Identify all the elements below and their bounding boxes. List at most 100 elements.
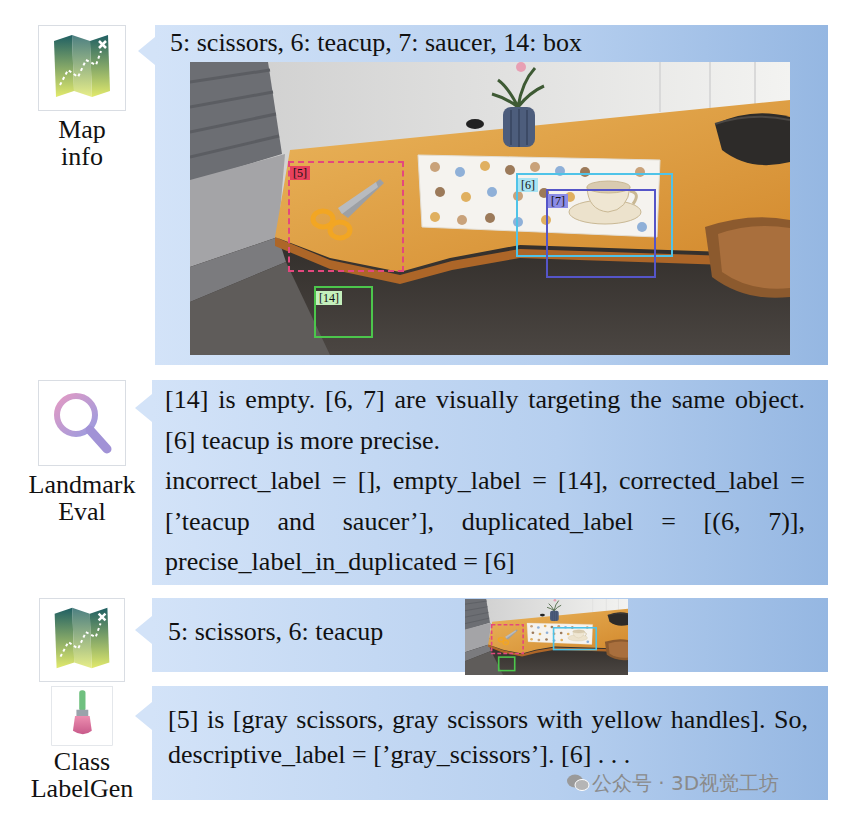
- desk-photo-part-part-part: [487, 187, 497, 197]
- callout-number: [14]: [316, 291, 342, 305]
- desk-photo-part-part: [418, 155, 660, 237]
- desk-photo-part-part: [754, 62, 756, 104]
- wechat-icon: [566, 773, 590, 793]
- callout-number: [5]: [290, 166, 310, 180]
- brush-icon-part: [79, 690, 85, 711]
- desk-photo-part-part: [718, 226, 790, 289]
- magnifier-icon-part: [90, 430, 107, 449]
- desk-thumbnail: [465, 599, 628, 675]
- desk-photo-part-part: [190, 262, 330, 355]
- callout-number: [7]: [548, 194, 568, 208]
- desk-photo-part-part: [709, 62, 711, 108]
- panel-text: 5: scissors, 6: teacup, 7: saucer, 14: b…: [170, 28, 810, 58]
- desk-photo-part-part-part: [457, 215, 467, 225]
- magnifier-icon-part: [39, 381, 126, 466]
- desk-photo-part-part-part: [485, 213, 495, 223]
- desk-photo-part: [190, 62, 790, 355]
- map-icon: [38, 25, 126, 111]
- watermark: 公众号 · 3D视觉工坊: [592, 772, 779, 794]
- map-icon-part: [40, 598, 125, 681]
- panel-text: [14] is empty. [6, 7] are visually targe…: [165, 380, 805, 461]
- desk-photo-part-part-part: [635, 167, 645, 177]
- desk-photo-part-part: [518, 109, 520, 147]
- map-icon-part-part: [60, 51, 101, 85]
- desk-photo-part-part: [430, 161, 647, 232]
- bounding-box: [14]: [314, 286, 373, 338]
- desk-photo-part-part-part: [430, 162, 440, 172]
- desk-photo-part-part: [526, 110, 528, 145]
- desk-photo-part-part-part: [480, 161, 490, 171]
- panel-pointer: [135, 702, 152, 730]
- desk-photo-part-part: [338, 182, 378, 214]
- brush-icon-part: [76, 710, 88, 716]
- desk-photo-part-part-part: [513, 217, 523, 227]
- desk-photo-part-part: [516, 62, 526, 72]
- map-icon-part: [55, 608, 110, 669]
- map-icon-part-part: [90, 35, 110, 97]
- map-info-panel: 5: scissors, 6: teacup, 7: saucer, 14: b…: [155, 25, 828, 365]
- desk-photo-part-part: [503, 107, 535, 147]
- panel-text: [5] is [gray scissors, gray scissors wit…: [168, 702, 808, 772]
- desk-photo-part-part-part: [435, 187, 445, 197]
- panel-text: incorrect_label = [], empty_label = [14]…: [165, 461, 805, 583]
- desk-photo-part-part: [510, 110, 512, 145]
- map-icon-part-part: [99, 41, 106, 48]
- icon-label: Map info: [47, 116, 117, 170]
- map-icon-part: [39, 26, 126, 111]
- desk-photo-part-part: [190, 114, 276, 132]
- map-icon: [38, 598, 126, 682]
- desk-photo-part-part-part: [530, 162, 540, 172]
- bounding-box: [5]: [288, 161, 404, 272]
- desk-photo-part-part: [466, 119, 484, 129]
- icon-tile: Class LabelGen: [38, 686, 126, 746]
- desk-photo-part-part-part: [513, 191, 523, 201]
- icon-tile: Landmark Eval: [38, 380, 126, 466]
- desk-photo-part-part-part: [455, 167, 465, 177]
- desk-photo-part-part-part: [430, 212, 440, 222]
- desk-thumbnail-part: [554, 628, 597, 650]
- desk-thumbnail-part: [499, 657, 515, 670]
- panel-text: 5: scissors, 6: teacup: [168, 617, 808, 647]
- callout-number: [6]: [518, 178, 538, 192]
- desk-photo: [190, 62, 790, 355]
- icon-label: Landmark Eval: [22, 471, 142, 525]
- desk-photo-part-part: [330, 222, 350, 238]
- panel-pointer: [135, 616, 152, 644]
- panel-pointer: [135, 394, 152, 422]
- map-icon-part: [54, 35, 110, 97]
- map-icon-part-part: [54, 35, 74, 97]
- desk-thumbnail-part: [492, 625, 524, 654]
- brush-icon-part: [52, 686, 113, 745]
- desk-photo-part-part: [190, 62, 790, 355]
- desk-photo-part-part-part: [637, 222, 647, 232]
- desk-photo-part-part: [492, 68, 544, 107]
- brush-icon: [38, 686, 126, 746]
- landmark-eval-panel: [14] is empty. [6, 7] are visually targe…: [152, 380, 828, 585]
- icon-tile: Map info: [38, 25, 126, 111]
- magnifier-icon: [38, 380, 126, 466]
- desk-photo-part-part: [705, 217, 790, 298]
- icon-label: Class LabelGen: [22, 748, 142, 802]
- desk-photo-part-part: [630, 191, 636, 204]
- desk-thumbnail-part: [465, 599, 628, 675]
- brush-icon-part: [73, 716, 92, 734]
- bounding-box: [7]: [546, 189, 656, 278]
- panel-pointer: [138, 37, 155, 65]
- bounding-box: [6]: [516, 173, 673, 257]
- map-icon-part-part: [99, 41, 106, 48]
- desk-photo-part-part-part: [580, 167, 590, 177]
- desk-photo-part-part-part: [505, 165, 515, 175]
- desk-photo-part-part: [715, 117, 790, 124]
- map-info-panel: 5: scissors, 6: teacup: [152, 598, 828, 672]
- wechat-icon-part: [575, 780, 589, 791]
- desk-photo-part-part: [659, 62, 661, 112]
- desk-photo-part-part: [190, 70, 270, 82]
- desk-photo-part-part-part: [461, 192, 471, 202]
- map-icon-part-part: [72, 35, 92, 97]
- desk-photo-part-part: [715, 113, 790, 165]
- desk-photo-part-part: [587, 181, 630, 193]
- desk-photo-part-part: [190, 92, 273, 107]
- desk-photo-part-part: [190, 136, 279, 157]
